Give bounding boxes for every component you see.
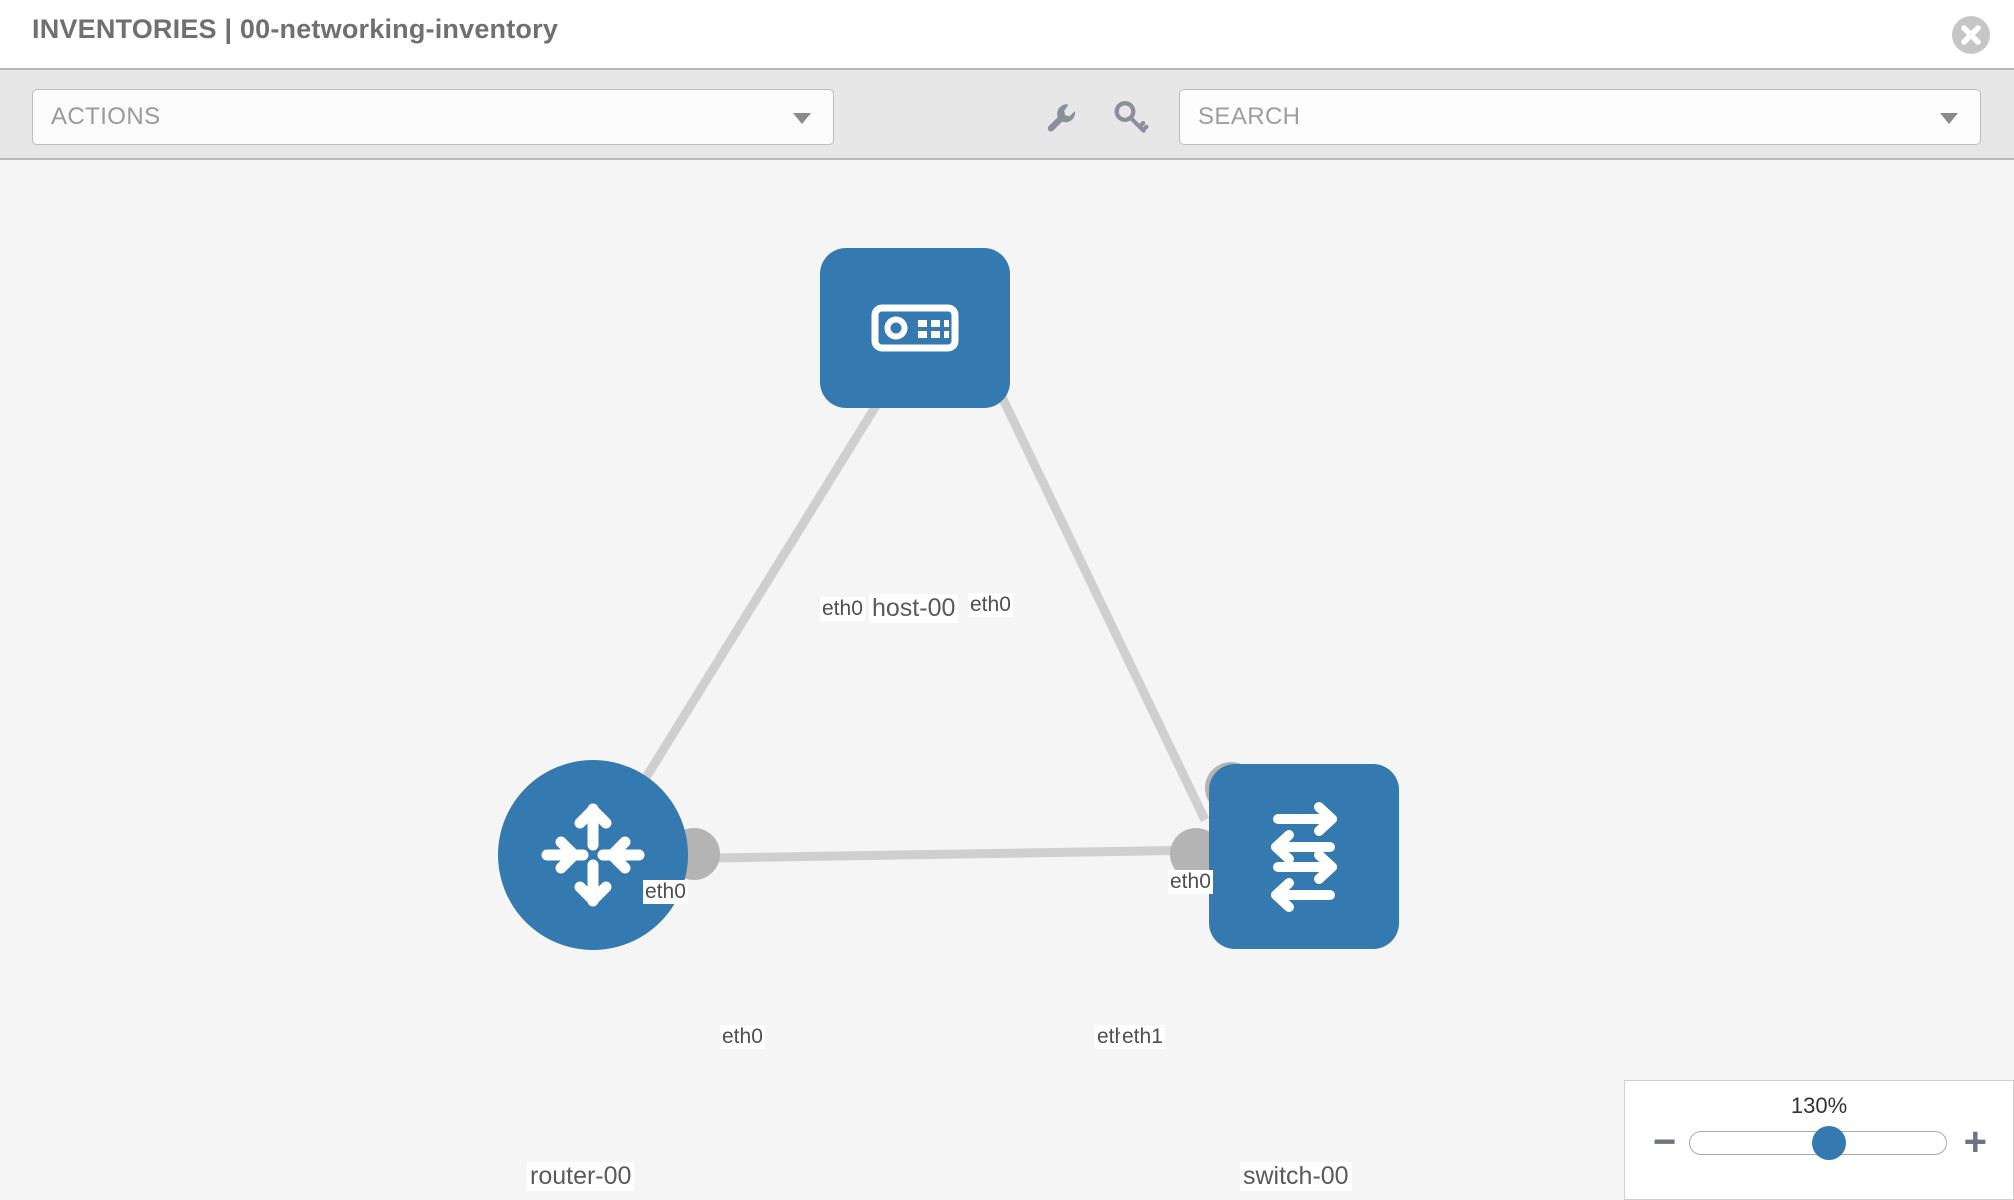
edge-label-host-eth0-right: eth0 <box>968 593 1013 617</box>
topology-node-label-host-00: host-00 <box>869 594 959 623</box>
topology-node-switch-00[interactable] <box>1209 764 1399 949</box>
zoom-in-button[interactable]: + <box>1963 1120 1987 1164</box>
search-input[interactable]: SEARCH <box>1179 89 1981 145</box>
chevron-down-icon[interactable] <box>1940 113 1958 124</box>
topology-canvas[interactable]: host-00 router-00 switch-00 eth0 eth0 et… <box>0 160 2014 1200</box>
zoom-control: 130% − + <box>1624 1080 2014 1200</box>
link-host-switch <box>985 370 1210 822</box>
edge-label-switch-uplink-eth0: eth0 <box>1168 870 1213 894</box>
topology-node-label-router-00: router-00 <box>527 1162 635 1191</box>
topology-node-host-00[interactable] <box>820 248 1010 408</box>
edge-label-switch-eth1: eth1 <box>1120 1025 1165 1049</box>
switch-icon <box>1271 801 1337 912</box>
router-icon <box>541 803 645 907</box>
topology-node-label-switch-00: switch-00 <box>1240 1162 1352 1191</box>
toolbar: ACTIONS SEARCH <box>0 68 2014 160</box>
zoom-out-button[interactable]: − <box>1653 1120 1677 1164</box>
search-placeholder: SEARCH <box>1198 103 1301 130</box>
topology-node-router-00[interactable] <box>498 760 688 950</box>
topology-connectors <box>668 342 1257 880</box>
key-icon[interactable] <box>1110 98 1150 138</box>
edge-label-host-eth0-left: eth0 <box>820 597 865 621</box>
page-header: INVENTORIES | 00-networking-inventory <box>0 0 2014 68</box>
chevron-down-icon <box>793 113 811 124</box>
actions-dropdown[interactable]: ACTIONS <box>32 89 834 145</box>
zoom-level-value: 130% <box>1790 1093 1848 1118</box>
actions-dropdown-label: ACTIONS <box>51 103 161 130</box>
wrench-icon[interactable] <box>1041 98 1081 138</box>
server-icon <box>871 304 959 352</box>
edge-label-router-eth0: eth0 <box>720 1025 765 1049</box>
zoom-slider-track[interactable] <box>1689 1126 1947 1160</box>
page-title: INVENTORIES | 00-networking-inventory <box>32 14 559 44</box>
close-icon[interactable] <box>1952 16 1990 54</box>
edge-label-router-uplink-eth0: eth0 <box>643 880 688 904</box>
zoom-slider-handle[interactable] <box>1812 1126 1846 1160</box>
